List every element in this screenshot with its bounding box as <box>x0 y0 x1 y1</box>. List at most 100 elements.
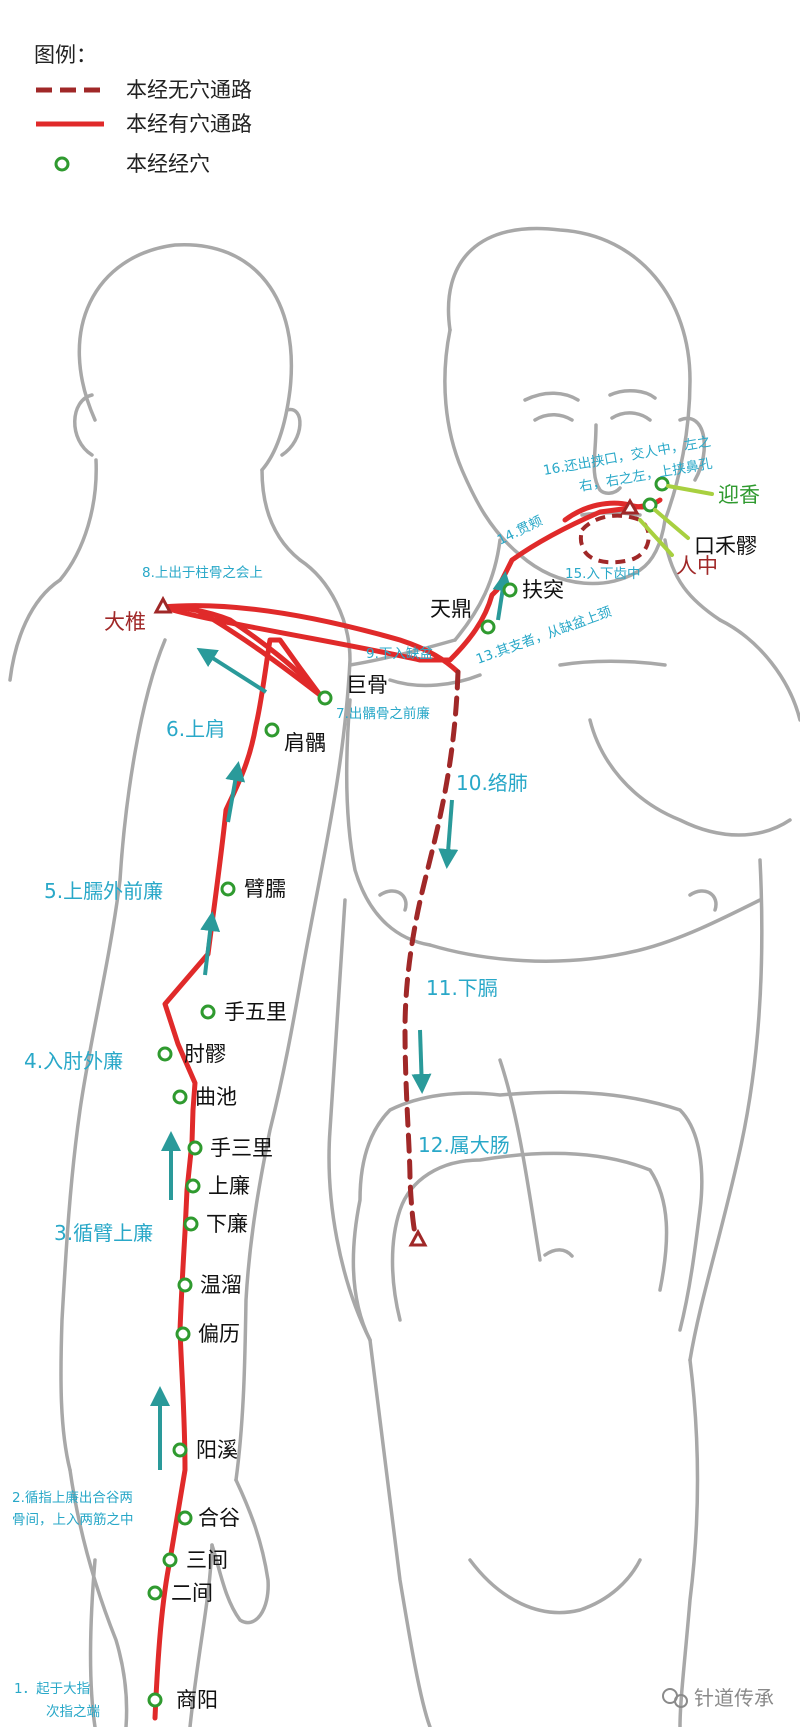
step-2a: 2.循指上廉出合谷两 <box>12 1489 133 1506</box>
point-binao <box>220 881 236 897</box>
point-kouheliao <box>642 497 658 513</box>
front-brow-left <box>523 391 580 402</box>
label-hegu: 合谷 <box>198 1506 240 1530</box>
point-zhouliao <box>157 1046 173 1062</box>
back-neck-right <box>260 468 302 562</box>
label-quchi: 曲池 <box>195 1085 237 1109</box>
legend-point-label: 本经经穴 <box>126 152 210 176</box>
label-shousanli: 手三里 <box>210 1136 273 1160</box>
front-ear <box>678 416 707 482</box>
point-jianyu <box>264 722 280 738</box>
step-13: 13.其支者，从缺盆上颈 <box>474 604 614 668</box>
step-6: 6.上肩 <box>166 717 225 741</box>
groin <box>468 1558 642 1615</box>
point-quchi <box>172 1089 188 1105</box>
front-face-left <box>443 328 522 557</box>
back-ear-left <box>73 393 94 457</box>
point-shousanli <box>187 1140 203 1156</box>
label-binao: 臂臑 <box>244 877 286 901</box>
label-xialian: 下廉 <box>206 1212 248 1236</box>
step-4: 4.入肘外廉 <box>24 1049 123 1073</box>
meridian-paths <box>152 497 663 1721</box>
label-jianyu: 肩髃 <box>284 731 326 755</box>
solid-arm-path <box>152 502 653 1721</box>
front-eye-right <box>610 411 652 422</box>
hand-thumb <box>210 1478 270 1625</box>
acupoint-circle-icon <box>54 156 70 172</box>
torso-left <box>327 898 372 1342</box>
step-1b: 次指之端 <box>46 1704 100 1720</box>
label-erjian: 二间 <box>171 1581 213 1605</box>
step-10: 10.络肺 <box>456 771 528 795</box>
chest-right <box>588 718 792 837</box>
navel <box>543 1248 574 1258</box>
legend-solid-label: 本经有穴通路 <box>126 112 252 136</box>
label-renzhong: 人中 <box>676 554 718 578</box>
point-yangxi <box>172 1442 188 1458</box>
hand-outline <box>68 1468 129 1727</box>
label-yangxi: 阳溪 <box>196 1438 238 1462</box>
step-1a: 1．起于大指 <box>14 1681 90 1697</box>
label-dazhui: 大椎 <box>104 610 146 634</box>
point-futu <box>502 582 518 598</box>
acupoint-labels: 商阳 二间 三间 合谷 阳溪 偏历 温溜 下廉 上廉 手三里 曲池 肘髎 手五里… <box>104 483 760 1712</box>
solid-back-to-quepen <box>160 603 461 675</box>
step-7: 7.出髃骨之前廉 <box>336 705 430 722</box>
step-2b: 骨间，上入两筋之中 <box>12 1511 134 1528</box>
legend-dashed-label: 本经无穴通路 <box>126 78 252 102</box>
special-markers <box>153 498 640 1247</box>
large-intestine-inner <box>390 1151 669 1322</box>
chest-left <box>344 698 432 947</box>
front-eye-left <box>533 413 574 422</box>
arrow-icon <box>438 799 459 869</box>
watermark: 针道传承 <box>662 1686 774 1710</box>
arrow-icon <box>225 761 246 823</box>
arrow-icon <box>411 1029 432 1094</box>
hip-right <box>678 1358 700 1727</box>
large-intestine <box>351 1090 704 1342</box>
step-labels: 1．起于大指 次指之端 2.循指上廉出合谷两 骨间，上入两筋之中 3.循臂上廉 … <box>12 433 714 1720</box>
hip-left <box>368 1338 432 1727</box>
direction-arrows <box>150 571 513 1470</box>
label-kouheliao: 口禾髎 <box>694 534 757 558</box>
leader-yingxiang <box>666 484 714 496</box>
back-ear-right <box>280 407 302 457</box>
label-shanglian: 上廉 <box>208 1174 250 1198</box>
step-5: 5.上臑外前廉 <box>44 879 163 903</box>
face-leaders <box>638 484 714 557</box>
hand-finger-2 <box>88 1558 97 1727</box>
dashed-lip-ring <box>578 513 651 565</box>
point-jugu <box>317 690 333 706</box>
clavicle-left <box>388 673 482 688</box>
label-jugu: 巨骨 <box>346 673 388 697</box>
clavicle-right <box>558 659 667 667</box>
label-pianli: 偏历 <box>198 1322 240 1346</box>
label-wenliu: 温溜 <box>200 1273 242 1297</box>
front-shoulder-right <box>718 618 800 722</box>
wechat-icon-2 <box>674 1694 688 1708</box>
legend: 图例： 本经无穴通路 本经有穴通路 本经经穴 <box>34 43 252 176</box>
point-tianding <box>480 619 496 635</box>
front-head <box>446 226 692 522</box>
point-hegu <box>177 1510 193 1526</box>
step-3: 3.循臂上廉 <box>54 1221 153 1245</box>
triangle-icon <box>408 1228 428 1247</box>
label-futu: 扶突 <box>522 578 564 602</box>
label-zhouliao: 肘髎 <box>184 1042 226 1066</box>
dashed-internal-path <box>402 669 461 1243</box>
point-shanglian <box>185 1178 201 1194</box>
hand-fingers <box>188 1543 214 1727</box>
point-pianli <box>175 1326 191 1342</box>
step-11: 11.下膈 <box>426 976 498 1000</box>
ribcage <box>428 898 762 963</box>
arm-inner <box>59 638 167 1472</box>
arrow-icon <box>196 647 268 694</box>
front-brow-right <box>608 389 657 400</box>
label-yingxiang: 迎香 <box>718 483 760 507</box>
acupoint-markers <box>147 476 670 1708</box>
belly-center <box>498 1058 542 1262</box>
front-neck-left <box>453 538 502 642</box>
arrow-icon <box>492 571 513 621</box>
solid-shoulder-arc <box>160 604 323 698</box>
legend-title: 图例： <box>34 43 97 67</box>
